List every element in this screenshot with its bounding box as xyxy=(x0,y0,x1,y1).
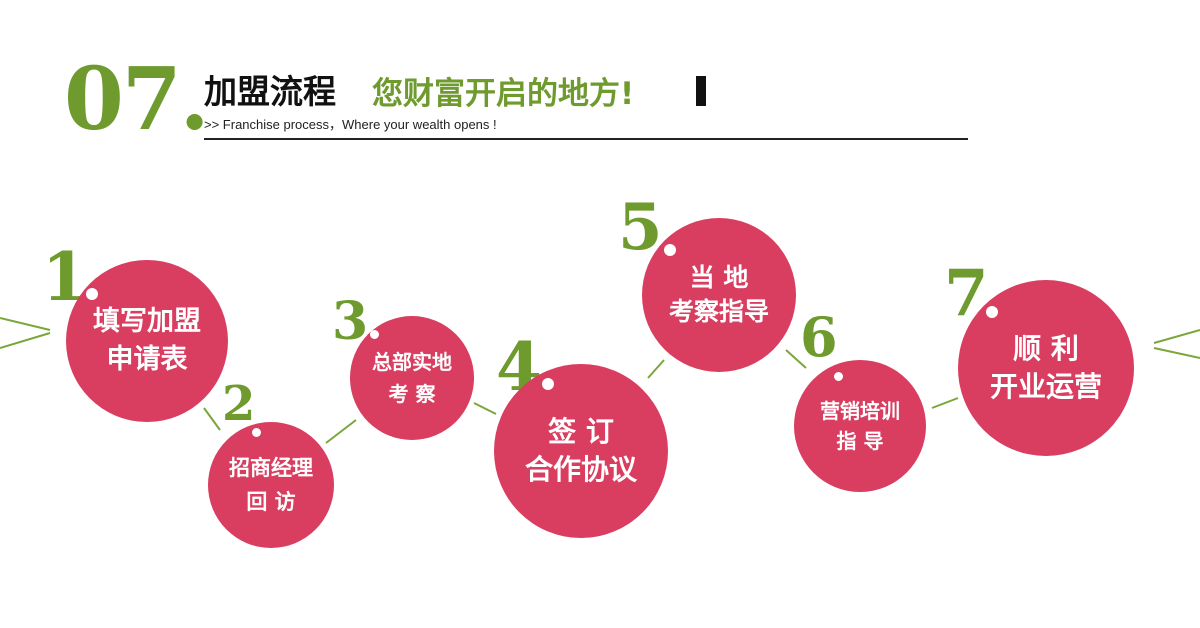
section-subtitle: >> Franchise process，Where your wealth o… xyxy=(204,117,497,132)
connector-line xyxy=(785,349,807,369)
hanging-hole xyxy=(986,306,998,318)
step-4-line2: 合作协议 xyxy=(524,453,637,486)
hanging-hole xyxy=(542,378,554,390)
step-7-line2: 开业运营 xyxy=(989,370,1102,403)
connector-line xyxy=(0,317,51,331)
step-4-circle: 签 订 合作协议 xyxy=(494,364,668,538)
connector-line xyxy=(203,407,221,431)
connector-line xyxy=(931,397,959,409)
section-title: 加盟流程 xyxy=(204,72,336,111)
step-5-number: 5 xyxy=(618,190,663,265)
step-6-circle: 营销培训 指 导 xyxy=(794,360,926,492)
step-2-circle: 招商经理 回 访 xyxy=(208,422,334,548)
hanging-hole xyxy=(834,372,843,381)
step-2-number: 2 xyxy=(222,376,256,432)
hanging-hole xyxy=(664,244,676,256)
step-5-circle: 当 地 考察指导 xyxy=(642,218,796,372)
step-7-line1: 顺 利 xyxy=(1013,332,1079,365)
step-1-line2: 申请表 xyxy=(106,344,188,375)
step-3-circle: 总部实地 考 察 xyxy=(350,316,474,440)
connector-line xyxy=(325,419,357,444)
hanging-hole xyxy=(86,288,98,300)
section-slogan: 您财富开启的地方! xyxy=(372,76,635,112)
connector-line xyxy=(0,332,51,349)
step-2-line1: 招商经理 xyxy=(229,456,313,480)
section-header: 07. 加盟流程 您财富开启的地方! >> Franchise process，… xyxy=(0,0,1200,160)
step-6-number: 6 xyxy=(800,305,838,369)
connector-line xyxy=(1153,347,1200,359)
decorative-bar xyxy=(696,76,706,106)
step-4-line1: 签 订 xyxy=(548,415,614,448)
step-1-line1: 填写加盟 xyxy=(93,306,201,337)
step-6-line1: 营销培训 xyxy=(820,399,900,423)
step-1-circle: 填写加盟 申请表 xyxy=(66,260,228,422)
header-divider xyxy=(204,138,968,140)
step-3-line2: 考 察 xyxy=(388,382,436,406)
connector-line xyxy=(647,359,665,379)
step-3-line1: 总部实地 xyxy=(372,350,452,374)
step-2-line2: 回 访 xyxy=(246,490,296,514)
connector-line xyxy=(473,402,497,415)
hanging-hole xyxy=(370,330,379,339)
step-7-circle: 顺 利 开业运营 xyxy=(958,280,1134,456)
step-5-line1: 当 地 xyxy=(689,263,749,292)
hanging-hole xyxy=(252,428,261,437)
section-number: 07. xyxy=(64,49,210,150)
step-6-line2: 指 导 xyxy=(836,429,884,453)
step-5-line2: 考察指导 xyxy=(668,297,769,326)
connector-line xyxy=(1153,329,1200,344)
